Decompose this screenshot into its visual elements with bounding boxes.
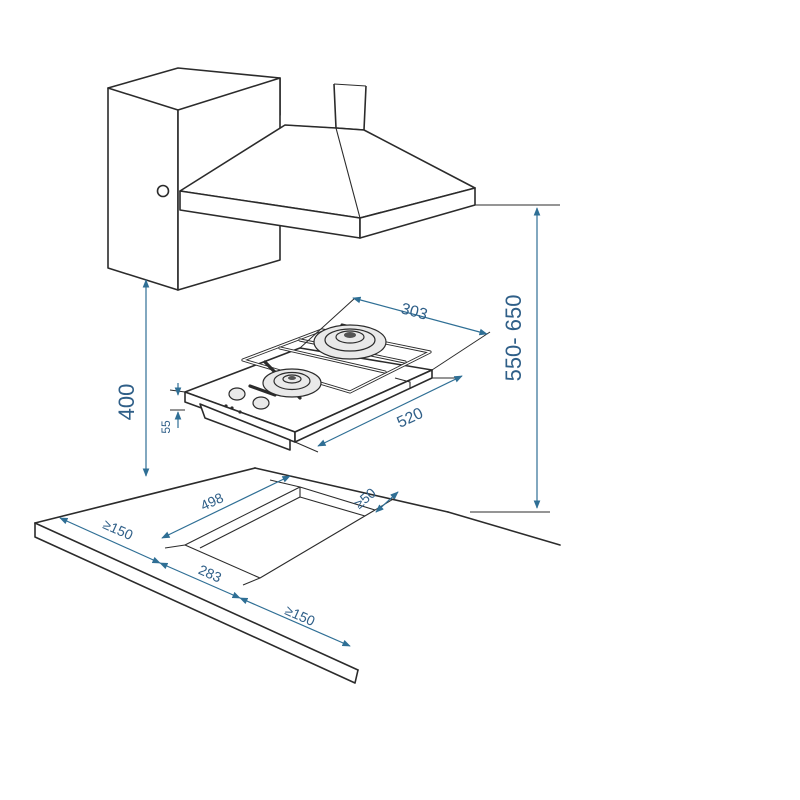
cabinet-knob-icon [156, 184, 170, 198]
label-hob-thickness: 55 [159, 420, 173, 434]
dimension-labels: 303 520 550- 650 400 55 498 ≥50 ≥150 283… [101, 295, 526, 630]
knob-right-icon [252, 396, 270, 410]
control-knobs [224, 387, 270, 414]
label-cutout-width: 498 [198, 489, 226, 513]
large-burner [313, 324, 387, 360]
label-hob-width: 520 [395, 405, 426, 432]
knob-left-icon [228, 387, 246, 401]
label-hood-height: 550- 650 [501, 295, 526, 382]
label-rear-gap: ≥50 [351, 484, 379, 511]
label-clearance: 400 [114, 384, 139, 421]
countertop [34, 467, 561, 684]
label-front-gap: ≥150 [283, 602, 318, 629]
cooker-hood [179, 83, 476, 239]
small-burner [262, 368, 322, 398]
label-hob-depth: 303 [399, 300, 429, 323]
dimension-lines [59, 207, 541, 647]
wall-cabinet [107, 67, 281, 291]
gas-hob [184, 323, 433, 451]
label-cutout-depth: 283 [196, 561, 224, 585]
